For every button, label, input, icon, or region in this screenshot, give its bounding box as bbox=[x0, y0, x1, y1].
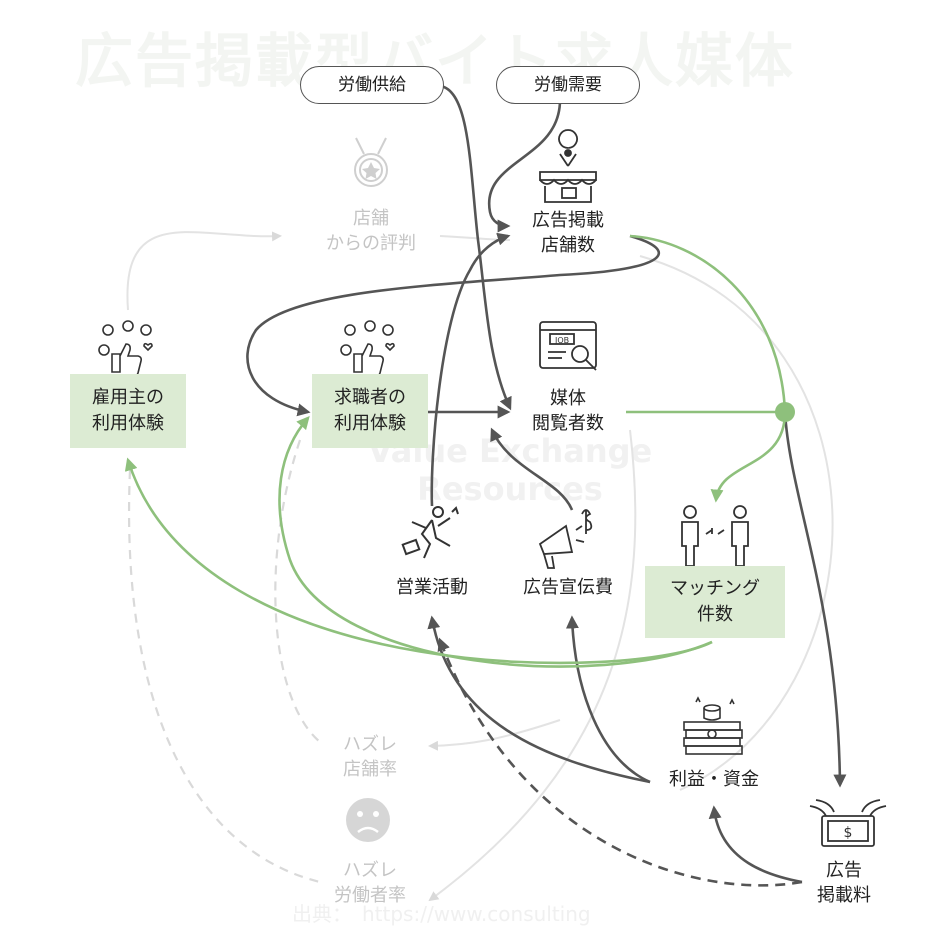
megaphone-money-icon bbox=[538, 509, 593, 569]
node-store-reputation: 店舗 からの評判 bbox=[326, 208, 416, 254]
node-ad-fee: 広告 掲載料 bbox=[817, 860, 871, 906]
green-matching-to-employer bbox=[124, 457, 713, 665]
node-ad-spend: 広告宣伝費 bbox=[523, 577, 613, 598]
arrow-supply-to-viewers bbox=[439, 84, 512, 411]
arrow-demand-to-adstores bbox=[487, 99, 562, 233]
winged-money-icon bbox=[809, 799, 887, 847]
node-profit-funds: 利益・資金 bbox=[669, 769, 759, 790]
store-with-pin-icon bbox=[539, 129, 597, 203]
green-dot-to-matching bbox=[710, 411, 787, 503]
sad-face-icon bbox=[346, 798, 390, 842]
arrow-adspend-to-viewers bbox=[490, 427, 574, 511]
arrow-adfee-to-sales-dashed bbox=[437, 637, 803, 887]
arrow-adfee-to-profit bbox=[708, 805, 803, 884]
footer-watermark: 出典： https://www.consulting bbox=[292, 902, 591, 926]
arrow-profit-to-adspend bbox=[565, 615, 651, 784]
node-miss-worker-rate: ハズレ 労働者率 bbox=[334, 860, 406, 906]
faded-loop-employer-reputation bbox=[126, 231, 282, 311]
arrow-sales-to-adstores bbox=[430, 232, 511, 507]
dashed-employer-to-miss-worker bbox=[128, 469, 321, 884]
job-search-icon bbox=[539, 321, 597, 371]
running-businessman-icon bbox=[401, 506, 459, 559]
node-sales-activity: 営業活動 bbox=[396, 577, 468, 598]
faded-loop-right bbox=[639, 255, 834, 791]
node-labor-demand: 労働需要 bbox=[496, 66, 640, 104]
junction-dot bbox=[775, 402, 795, 422]
node-miss-store-rate: ハズレ 店舗率 bbox=[343, 734, 397, 780]
node-seeker-ux: 求職者の 利用体験 bbox=[312, 374, 428, 448]
faded-loop-miss-store bbox=[428, 719, 561, 751]
node-media-viewers: 媒体 閲覧者数 bbox=[532, 388, 604, 434]
job-icon-text: JOB bbox=[554, 336, 569, 345]
thumbs-up-reactions-icon bbox=[340, 320, 395, 377]
money-stack-icon bbox=[683, 696, 743, 755]
people-linked-icon bbox=[681, 505, 749, 567]
winged-money-dollar: $ bbox=[844, 825, 853, 841]
green-matching-to-seeker bbox=[278, 416, 713, 668]
node-matching-count: マッチング 件数 bbox=[645, 566, 785, 638]
arrow-dot-to-adfee bbox=[783, 411, 847, 788]
green-adstores-to-dot bbox=[629, 234, 787, 413]
node-labor-supply: 労働供給 bbox=[300, 66, 444, 104]
arrow-adstores-to-seeker bbox=[246, 234, 661, 417]
thumbs-up-reactions-icon bbox=[98, 320, 153, 377]
node-employer-ux: 雇用主の 利用体験 bbox=[70, 374, 186, 448]
dashed-seeker-to-miss-store bbox=[274, 439, 321, 743]
faded-loop-bottom bbox=[428, 429, 637, 902]
node-ad-stores: 広告掲載 店舗数 bbox=[532, 210, 604, 256]
medal-icon bbox=[354, 137, 388, 187]
